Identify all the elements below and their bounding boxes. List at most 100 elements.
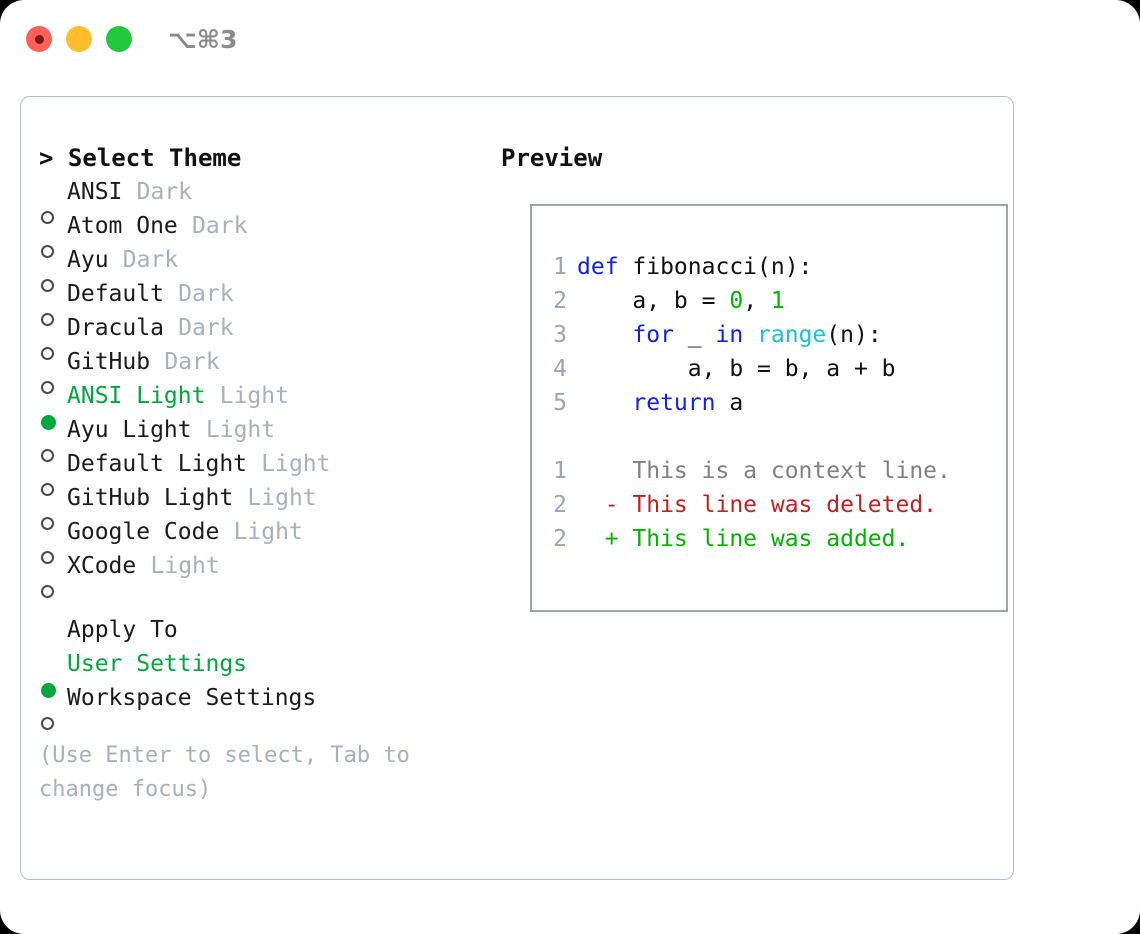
keyboard-hint: (Use Enter to select, Tab to change focu… xyxy=(39,743,410,802)
diff-marker: - xyxy=(577,492,633,518)
radio-glyph xyxy=(41,313,54,326)
diff-line: 2 + This line was added. xyxy=(551,522,951,556)
theme-item[interactable]: XCode Light xyxy=(39,549,489,598)
theme-name: GitHub xyxy=(67,349,151,375)
diff-line: 1 This is a context line. xyxy=(551,454,951,488)
radio-glyph xyxy=(41,449,54,462)
apply-to-label: Apply To xyxy=(67,617,178,643)
radio-glyph xyxy=(41,245,54,258)
code-token xyxy=(743,322,757,348)
minimize-button[interactable] xyxy=(66,26,92,52)
apply-to-name: User Settings xyxy=(67,651,248,677)
theme-variant: Light xyxy=(219,383,289,409)
diff-line-text: This is a context line. xyxy=(632,458,951,484)
code-token: a xyxy=(715,390,744,416)
theme-name: Default Light xyxy=(67,451,248,477)
code-token: , xyxy=(743,288,771,314)
line-number: 2 xyxy=(553,288,567,314)
code-token: _ xyxy=(673,322,716,348)
apply-to-item[interactable]: Workspace Settings xyxy=(39,681,489,730)
theme-name: Default xyxy=(67,281,164,307)
code-line: 2 a, b = 0, 1 xyxy=(551,284,951,318)
radio-glyph xyxy=(41,585,54,598)
theme-variant: Dark xyxy=(178,315,234,341)
code-line-text: a, b = b, a + b xyxy=(577,352,896,386)
theme-name: Dracula xyxy=(67,315,164,341)
title-bar: ⌥⌘3 xyxy=(0,0,1140,76)
code-token: for xyxy=(632,322,674,348)
code-line: 5 return a xyxy=(551,386,951,420)
code-line-text: return a xyxy=(577,386,743,420)
keyboard-shortcut-label: ⌥⌘3 xyxy=(168,25,238,54)
theme-name: ANSI xyxy=(67,179,123,205)
line-number: 4 xyxy=(553,356,567,382)
radio-glyph xyxy=(41,211,54,224)
window-controls xyxy=(26,26,132,52)
radio-glyph xyxy=(41,683,56,698)
diff-line-text: This line was added. xyxy=(632,526,910,552)
theme-name: GitHub Light xyxy=(67,485,234,511)
radio-glyph xyxy=(41,483,54,496)
code-line-text: for _ in range(n): xyxy=(577,318,882,352)
code-token: a, b = b, a + b xyxy=(577,356,896,382)
code-line: 3 for _ in range(n): xyxy=(551,318,951,352)
line-number: 1 xyxy=(553,458,567,484)
theme-name: Ayu Light xyxy=(67,417,192,443)
code-token: 1 xyxy=(770,288,785,314)
code-token xyxy=(577,322,632,348)
theme-variant: Light xyxy=(261,451,331,477)
theme-variant: Light xyxy=(205,417,276,443)
line-number: 2 xyxy=(553,492,567,518)
theme-variant: Dark xyxy=(122,247,179,273)
theme-variant: Light xyxy=(247,485,317,511)
theme-name: Atom One xyxy=(67,213,178,239)
code-line-text: def fibonacci(n): xyxy=(577,250,812,284)
code-token: in xyxy=(715,322,744,348)
code-token: return xyxy=(632,390,716,416)
diff-marker xyxy=(577,454,632,488)
preview-title: Preview xyxy=(501,144,603,172)
theme-name: XCode xyxy=(67,553,137,579)
radio-glyph xyxy=(41,517,54,530)
radio-glyph xyxy=(41,551,54,564)
theme-item[interactable]: GitHub Dark xyxy=(39,345,489,394)
apply-to-item[interactable]: User Settings xyxy=(39,647,489,698)
theme-item[interactable]: Dracula Dark xyxy=(39,311,489,360)
maximize-button[interactable] xyxy=(106,26,132,52)
diff-marker: + xyxy=(577,526,633,552)
theme-item[interactable]: Default Light Light xyxy=(39,447,489,496)
theme-variant: Dark xyxy=(164,349,220,375)
diff-line-text: This line was deleted. xyxy=(632,492,938,518)
code-token: (n): xyxy=(826,322,882,348)
code-token: range xyxy=(757,322,827,348)
theme-item[interactable]: Ayu Light Light xyxy=(39,413,489,462)
theme-variant: Dark xyxy=(178,281,234,307)
theme-item[interactable]: GitHub Light Light xyxy=(39,481,489,530)
code-token: 0 xyxy=(729,288,744,314)
code-line: 4 a, b = b, a + b xyxy=(551,352,951,386)
page-title: > Select Theme xyxy=(39,144,242,172)
theme-item[interactable]: Default Dark xyxy=(39,277,489,326)
radio-glyph xyxy=(41,279,54,292)
theme-variant: Light xyxy=(150,553,220,579)
radio-glyph xyxy=(41,717,54,730)
theme-name: Google Code xyxy=(67,519,220,545)
code-token: a, b = xyxy=(577,288,730,314)
radio-glyph xyxy=(41,415,56,430)
code-token: fibonacci(n): xyxy=(618,254,813,280)
line-number: 3 xyxy=(553,322,567,348)
close-button[interactable] xyxy=(26,26,52,52)
